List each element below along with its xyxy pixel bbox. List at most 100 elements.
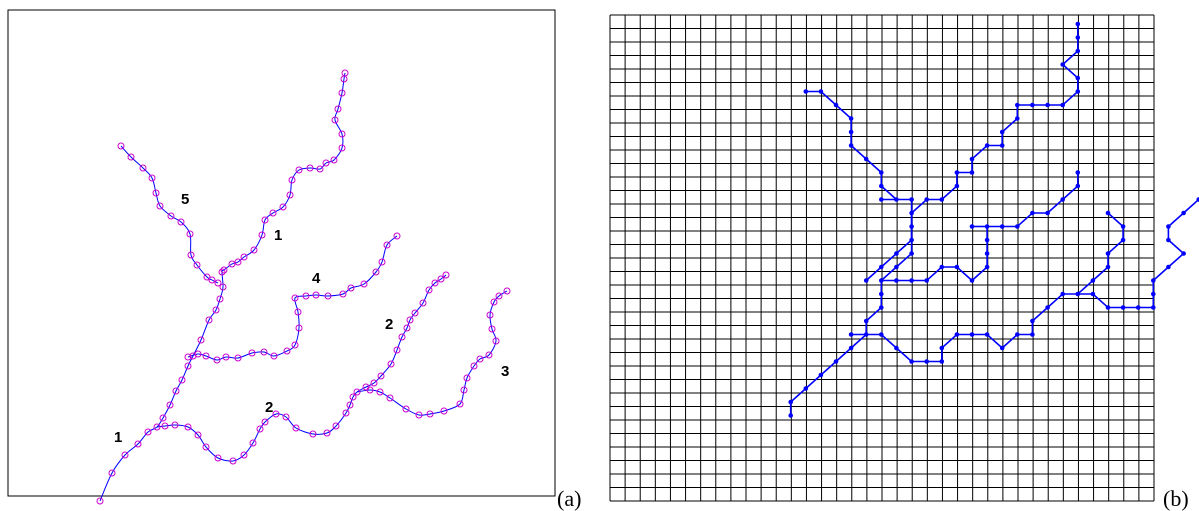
sample-marker xyxy=(250,246,258,254)
sample-marker xyxy=(213,356,221,364)
graph-node xyxy=(1166,237,1171,243)
sample-marker xyxy=(184,353,192,361)
graph-node xyxy=(1045,102,1050,108)
sample-marker xyxy=(153,423,161,431)
graph-edge-path xyxy=(865,198,913,282)
stream-curve xyxy=(99,72,346,502)
sample-marker xyxy=(270,352,278,360)
graph-node xyxy=(984,237,990,243)
sample-marker xyxy=(360,280,368,288)
sample-marker xyxy=(322,159,330,167)
sample-marker xyxy=(261,418,269,426)
sample-marker xyxy=(294,308,302,316)
sample-marker xyxy=(234,354,242,362)
sample-marker xyxy=(349,393,357,401)
graph-node xyxy=(1015,332,1020,337)
graph-node xyxy=(1105,305,1111,310)
panel-a-frame xyxy=(7,9,556,497)
sample-marker xyxy=(166,401,174,409)
sample-marker xyxy=(258,231,266,239)
sample-marker xyxy=(377,372,385,380)
sample-marker xyxy=(334,105,342,113)
sample-marker xyxy=(161,422,169,430)
graph-node xyxy=(1060,197,1065,202)
sample-marker xyxy=(272,410,280,418)
sample-marker xyxy=(127,153,135,161)
sample-marker xyxy=(197,336,205,344)
graph-node xyxy=(1090,278,1096,283)
graph-node xyxy=(894,345,899,351)
graph-edge-path xyxy=(1077,198,1199,309)
sample-marker xyxy=(426,410,434,418)
sample-marker xyxy=(222,353,230,361)
sample-marker xyxy=(393,346,401,354)
sample-marker xyxy=(330,156,338,164)
sample-marker xyxy=(279,203,287,211)
label-stream-1-upper: 1 xyxy=(274,227,282,244)
sample-marker xyxy=(177,218,185,226)
sample-marker xyxy=(372,268,380,276)
graph-node xyxy=(909,237,914,243)
sample-marker xyxy=(214,279,222,287)
graph-node xyxy=(879,332,884,337)
graph-node xyxy=(999,224,1005,229)
sample-marker xyxy=(386,394,394,402)
sample-marker xyxy=(291,341,299,349)
panel-a-markers xyxy=(96,69,511,505)
sample-marker xyxy=(172,387,180,395)
graph-node xyxy=(1181,251,1186,256)
graph-node xyxy=(1151,278,1156,283)
sample-marker xyxy=(159,414,167,422)
sample-marker xyxy=(306,164,314,172)
sample-marker xyxy=(312,291,320,299)
label-stream-3: 3 xyxy=(501,363,509,380)
sample-marker xyxy=(187,251,195,259)
sample-marker xyxy=(121,451,129,459)
graph-node xyxy=(909,251,914,256)
panel-b-tag: (b) xyxy=(1163,486,1189,511)
stream-curve xyxy=(356,290,508,416)
sample-marker xyxy=(152,189,160,197)
graph-node xyxy=(969,278,975,283)
graph-node xyxy=(954,170,960,175)
graph-node xyxy=(1045,210,1050,216)
stream-curve xyxy=(120,145,219,284)
sample-marker xyxy=(212,306,220,314)
sample-marker xyxy=(171,421,179,429)
graph-node xyxy=(1090,291,1096,297)
graph-node xyxy=(1075,89,1081,94)
graph-node xyxy=(879,264,884,270)
graph-node xyxy=(1196,197,1199,202)
graph-node xyxy=(924,359,929,364)
sample-marker xyxy=(338,144,346,152)
sample-marker xyxy=(216,295,224,303)
graph-node xyxy=(984,143,990,148)
graph-node xyxy=(879,170,884,175)
sample-marker xyxy=(346,401,354,409)
sample-marker xyxy=(366,386,374,394)
graph-node xyxy=(909,359,914,364)
sample-marker xyxy=(342,409,350,417)
sample-marker xyxy=(440,407,448,415)
graph-node xyxy=(909,210,914,216)
sample-marker xyxy=(260,348,268,356)
sample-marker xyxy=(339,290,347,298)
sample-marker xyxy=(376,388,384,396)
graph-node xyxy=(1105,210,1111,216)
sample-marker xyxy=(108,469,116,477)
sample-marker xyxy=(324,292,332,300)
sample-marker xyxy=(341,69,349,77)
sample-marker xyxy=(460,386,468,394)
graph-node xyxy=(1060,291,1065,297)
graph-node xyxy=(818,372,824,378)
graph-node xyxy=(1120,237,1126,243)
graph-node xyxy=(863,332,869,337)
graph-node xyxy=(909,278,914,283)
graph-node xyxy=(1075,35,1081,40)
sample-marker xyxy=(288,176,296,184)
sample-marker xyxy=(442,271,450,279)
sample-marker xyxy=(286,191,294,199)
sample-marker xyxy=(203,273,211,281)
graph-node xyxy=(788,413,793,418)
graph-node xyxy=(894,197,899,202)
